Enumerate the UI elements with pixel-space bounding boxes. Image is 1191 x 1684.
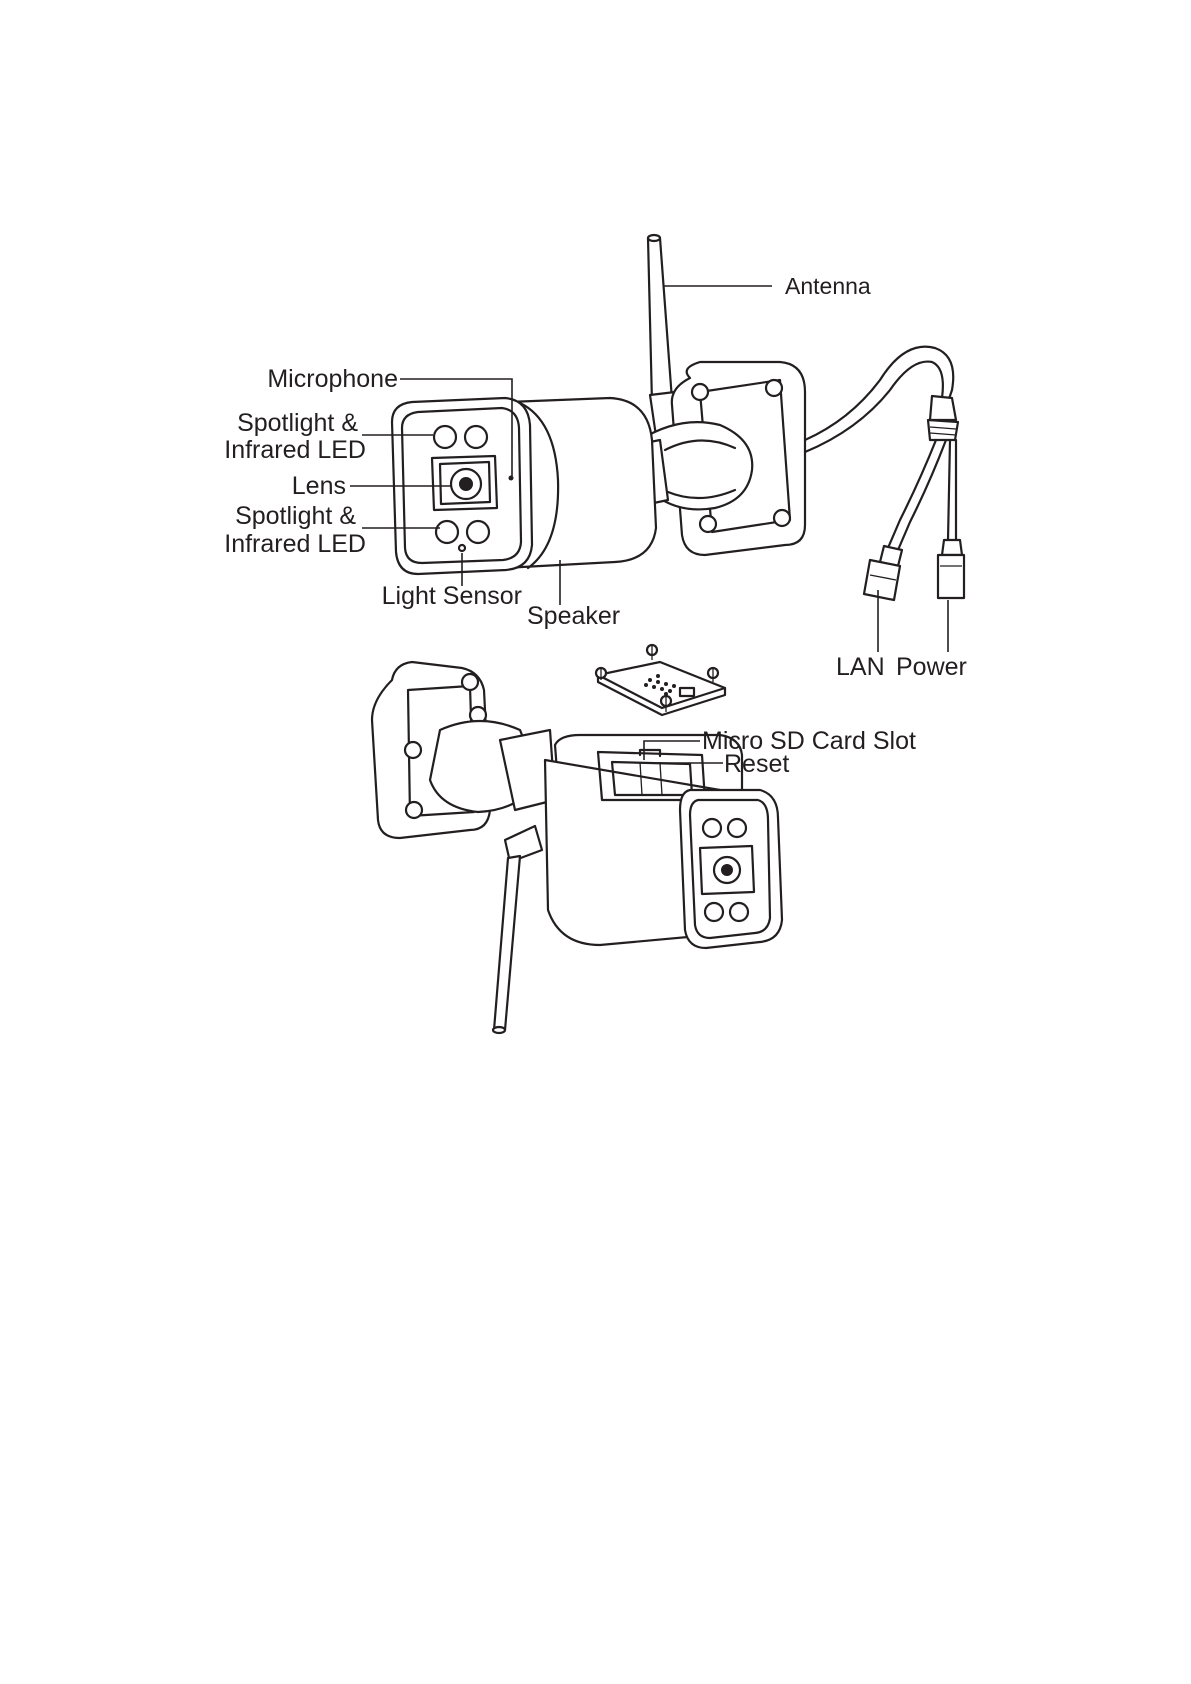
label-spotlight-top-line2: Infrared LED <box>224 436 366 464</box>
label-speaker: Speaker <box>527 602 620 630</box>
label-spotlight-top-line1: Spotlight & <box>237 409 358 437</box>
label-antenna: Antenna <box>785 273 871 299</box>
front-camera-illustration <box>392 235 964 600</box>
label-reset: Reset <box>724 750 789 778</box>
label-spotlight-bottom-line1: Spotlight & <box>235 502 356 530</box>
label-light-sensor: Light Sensor <box>382 582 522 610</box>
label-lan: LAN <box>836 653 885 681</box>
speaker-cover-plate <box>596 645 725 715</box>
antenna-bottom-illustration <box>493 826 542 1033</box>
wall-mount-bottom <box>372 662 555 838</box>
label-power: Power <box>896 653 967 681</box>
label-microphone: Microphone <box>267 365 398 393</box>
label-spotlight-bottom-line2: Infrared LED <box>224 530 366 558</box>
label-lens: Lens <box>292 472 346 500</box>
cable-illustration <box>805 347 964 600</box>
rear-camera-illustration <box>372 645 782 1033</box>
